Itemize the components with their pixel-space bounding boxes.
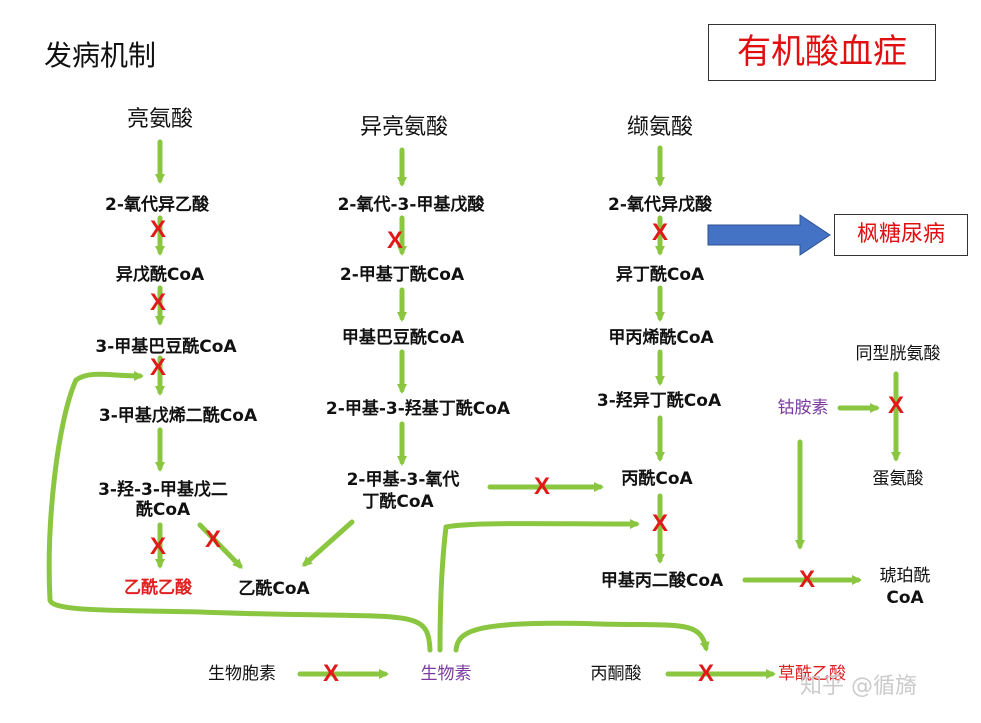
node-2-oxo-isovalerate: 2-氧代异戊酸 [608,195,712,215]
block-mark: X [887,392,905,419]
node-cobalamin: 钴胺素 [777,398,829,418]
title-box: 有机酸血症 [708,24,936,81]
node-methacrylyl-coa: 甲丙烯酰CoA [608,328,714,348]
node-pyruvate: 丙酮酸 [590,664,642,684]
block-mark: X [149,354,167,381]
node-2-oxo-isocaproate: 2-氧代异乙酸 [105,195,209,215]
block-mark: X [149,289,167,316]
node-biotin: 生物素 [420,664,472,684]
node-isoleucine: 异亮氨酸 [359,115,449,140]
block-mark: X [651,510,669,537]
node-acetyl-coa: 乙酰CoA [238,579,310,599]
msud-box: 枫糖尿病 [834,214,968,256]
node-methionine: 蛋氨酸 [872,469,924,489]
node-acetoacetate: 乙酰乙酸 [124,578,192,598]
node-isovaleryl-coa: 异戊酰CoA [115,265,205,285]
block-mark: X [533,473,551,500]
node-oxaloacetate: 草酰乙酸 [778,664,846,684]
block-mark: X [798,566,816,593]
block-mark: X [651,219,669,246]
node-2-methylacetoacetyl-line1: 2-甲基-3-氧代 [346,470,460,490]
block-mark: X [149,533,167,560]
node-3-methylcrotonyl-coa: 3-甲基巴豆酰CoA [95,337,237,357]
node-propionyl-coa: 丙酰CoA [621,469,693,489]
block-mark: X [149,216,167,243]
node-hmg-coa-line2: 酰CoA [135,500,191,520]
node-tiglyl-coa: 甲基巴豆酰CoA [341,328,465,348]
watermark: 知乎 @循旖 [800,674,917,699]
page-heading: 发病机制 [44,39,157,72]
node-2-oxo-3-methylvalerate: 2-氧代-3-甲基戊酸 [337,195,485,215]
loop-biotin-col3 [437,518,640,653]
node-succinyl-coa-line1: 琥珀酰 [879,566,931,586]
node-2-methylbutyryl-coa: 2-甲基丁酰CoA [339,265,465,285]
node-leucine: 亮氨酸 [126,107,194,132]
loop-biotin-bottom [453,620,710,653]
block-mark: X [322,660,340,687]
loop-biotin-col1 [46,370,433,653]
node-2-methylacetoacetyl-line2: 丁酰CoA [362,492,434,512]
arrow-msud [707,214,831,256]
block-mark: X [204,526,222,553]
node-isobutyryl-coa: 异丁酰CoA [615,265,705,285]
node-valine: 缬氨酸 [626,115,694,140]
node-succinyl-coa-line2: CoA [886,588,924,608]
node-3-methylglutaconyl-coa: 3-甲基戊烯二酰CoA [98,406,258,426]
block-mark: X [697,660,715,687]
node-methylmalonyl-coa: 甲基丙二酸CoA [600,571,724,591]
block-mark: X [386,227,404,254]
node-2-methyl-3-hydroxybutyryl-coa: 2-甲基-3-羟基丁酰CoA [325,399,511,419]
node-homocystine: 同型胱氨酸 [855,344,941,364]
node-3-hydroxyisobutyryl-coa: 3-羟异丁酰CoA [596,391,722,411]
arrow-leu-7 [197,522,243,569]
node-biocytin: 生物胞素 [208,664,276,684]
node-hmg-coa-line1: 3-羟-3-甲基戊二 [98,480,228,500]
arrow-ile-6 [302,519,355,567]
